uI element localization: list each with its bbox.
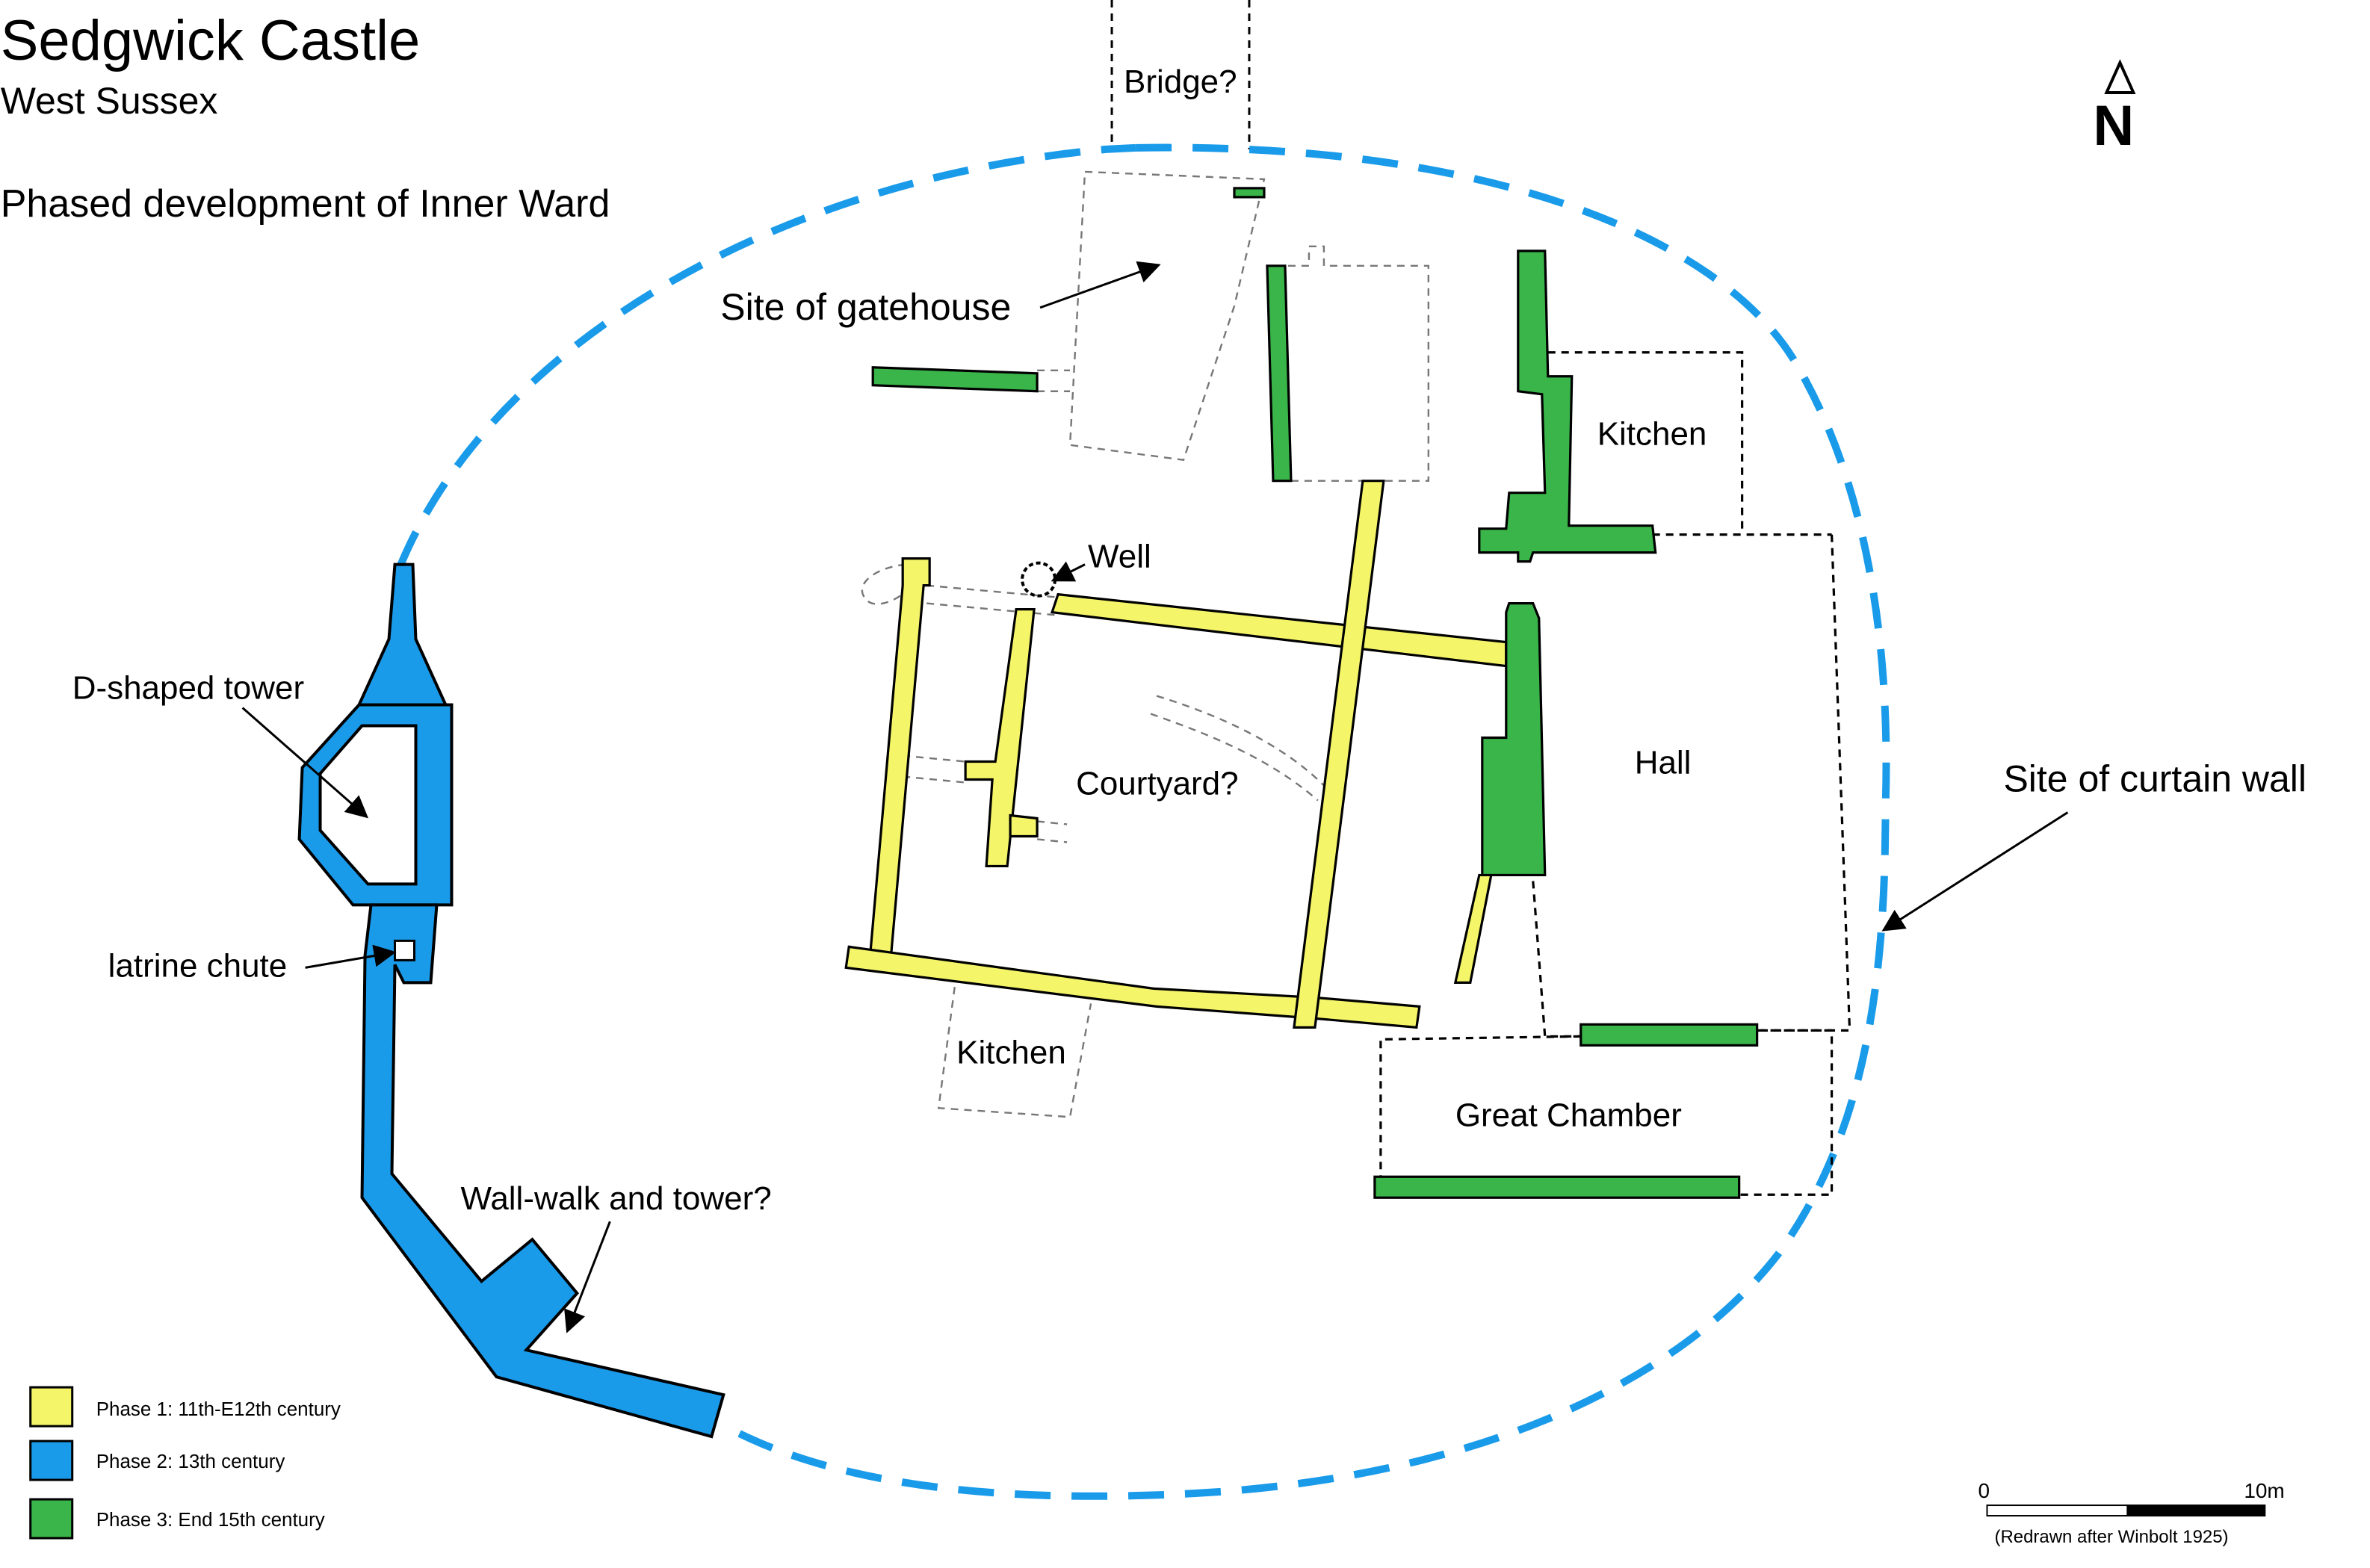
scale-start-label: 0 — [1978, 1479, 1990, 1502]
phase1-west-wall — [868, 557, 931, 960]
phase3-range-wall — [1266, 264, 1293, 483]
curtain-wall — [397, 143, 1890, 1500]
phase1-inner-wall — [964, 608, 1036, 868]
north-arrow-icon: N — [2093, 59, 2136, 158]
label-wall-walk: Wall-walk and tower? — [460, 1180, 771, 1217]
scale-bar: 0 10m (Redrawn after Winbolt 1925) — [1978, 1479, 2284, 1547]
legend-swatch-phase1 — [29, 1386, 74, 1428]
gatehouse-outline — [1037, 170, 1266, 462]
scale-bar-white — [1986, 1505, 2129, 1517]
phase1-cross-wall — [1293, 480, 1385, 1029]
phase3-chamber-wall-north — [1580, 1023, 1759, 1047]
label-great-chamber: Great Chamber — [1455, 1097, 1682, 1133]
scale-end-label: 10m — [2244, 1479, 2284, 1502]
courtyard-traces — [861, 563, 1325, 843]
leader-lines — [241, 261, 2069, 1333]
north-label: N — [2093, 94, 2134, 158]
bridge-outline — [1110, 0, 1251, 149]
well-arrow — [1051, 561, 1086, 582]
phase3-hall-wall — [1481, 602, 1547, 877]
phase1-north-wall — [1050, 592, 1508, 668]
phase2-spur — [356, 563, 448, 707]
label-kitchen-ne: Kitchen — [1597, 416, 1707, 453]
scale-bar-black — [2126, 1505, 2266, 1517]
label-hall: Hall — [1635, 745, 1692, 781]
plan-subtitle: West Sussex — [1, 80, 218, 122]
great-chamber-outline — [1379, 1029, 1834, 1196]
legend-swatch-phase2 — [29, 1440, 74, 1481]
d-tower-arrow — [241, 707, 369, 819]
well-icon — [1021, 561, 1057, 598]
phase1-hall-wall — [1453, 873, 1493, 984]
label-gatehouse: Site of gatehouse — [720, 286, 1011, 328]
label-well: Well — [1088, 539, 1151, 575]
legend-swatch-phase3 — [29, 1498, 74, 1540]
kitchen-s-outline — [937, 973, 1092, 1118]
phase1-inner-stub — [1009, 814, 1039, 838]
phase2-walls — [297, 563, 725, 1439]
legend: Phase 1: 11th-E12th century Phase 2: 13t… — [29, 1386, 341, 1540]
phase3-walls — [871, 187, 1759, 1199]
d-shaped-tower — [297, 703, 454, 907]
legend-label-phase3: Phase 3: End 15th century — [96, 1508, 325, 1531]
north-range-outline — [1287, 245, 1430, 482]
legend-label-phase2: Phase 2: 13th century — [96, 1450, 285, 1472]
phase3-north-wall — [871, 366, 1039, 393]
label-courtyard: Courtyard? — [1076, 765, 1239, 802]
label-latrine: latrine chute — [108, 947, 288, 984]
kitchen-ne-outline — [1547, 351, 1832, 536]
plan-caption: Phased development of Inner Ward — [1, 182, 610, 226]
label-d-tower: D-shaped tower — [72, 670, 304, 707]
label-bridge: Bridge? — [1124, 63, 1237, 100]
wall-walk-arrow — [564, 1221, 611, 1333]
curtain-wall-arrow — [1881, 811, 2069, 932]
plan-title: Sedgwick Castle — [1, 9, 420, 72]
label-curtain-wall: Site of curtain wall — [2003, 757, 2306, 799]
latrine-arrow — [305, 944, 397, 969]
scale-credit: (Redrawn after Winbolt 1925) — [1994, 1527, 2228, 1547]
phase3-chamber-wall-south — [1373, 1175, 1741, 1199]
phase3-gate-stub — [1233, 187, 1266, 199]
hall-outline — [1532, 534, 1851, 1038]
latrine-chute-icon — [394, 939, 415, 961]
phase1-south-wall — [844, 945, 1421, 1029]
phase3-kitchen-wall — [1478, 250, 1657, 563]
legend-label-phase1: Phase 1: 11th-E12th century — [96, 1398, 341, 1420]
label-kitchen-s: Kitchen — [956, 1034, 1066, 1070]
phase1-walls — [844, 480, 1508, 1029]
gatehouse-arrow — [1039, 261, 1161, 309]
phase2-wall-walk — [360, 903, 725, 1439]
